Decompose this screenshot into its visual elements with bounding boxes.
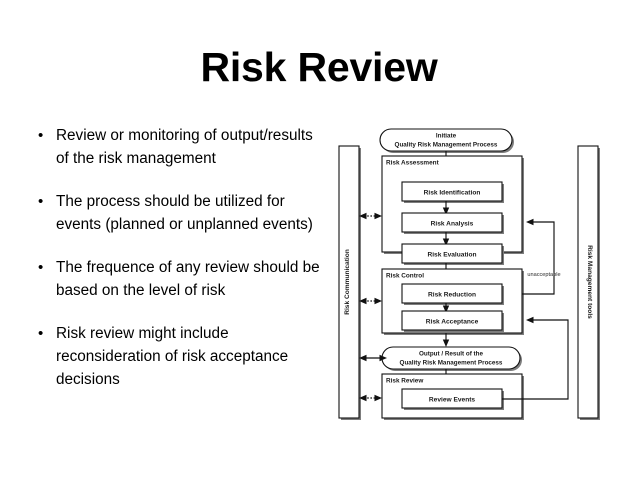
bullet-list: • Review or monitoring of output/results… [38, 124, 328, 391]
group-risk-assessment [381, 155, 523, 253]
step-risk-reduction [401, 283, 503, 304]
connector-communication-control [359, 297, 382, 305]
node-initiate-line2: Quality Risk Management Process [395, 142, 498, 149]
group-risk-review-label: Risk Review [386, 378, 423, 385]
arrowhead-icon [379, 354, 387, 362]
arrowhead-icon [526, 316, 534, 324]
step-risk-evaluation-label: Risk Evaluation [427, 252, 476, 259]
arrowhead-icon [374, 297, 382, 305]
step-risk-analysis [401, 212, 503, 233]
step-risk-acceptance [401, 310, 503, 331]
arrowhead-icon [359, 354, 367, 362]
arrowhead-icon [374, 212, 382, 220]
list-item-text: The process should be utilized for event… [56, 193, 313, 233]
bullet-marker-icon: • [38, 193, 44, 210]
side-bar-left-label: Risk Communication [344, 249, 351, 315]
node-output-line1: Output / Result of the [419, 351, 484, 358]
side-bar-right-label: Risk Management tools [586, 245, 593, 319]
arrowhead-icon [442, 207, 450, 215]
step-risk-analysis-label: Risk Analysis [431, 221, 474, 228]
arrowhead-icon [359, 297, 367, 305]
list-item-text: Risk review might include reconsideratio… [56, 325, 289, 388]
arrowhead-icon [359, 394, 367, 402]
bullet-marker-icon: • [38, 325, 44, 342]
arrowhead-icon [374, 394, 382, 402]
edge-label-unacceptable: unacceptable [527, 272, 560, 278]
arrowhead-icon [526, 218, 534, 226]
step-review-events-label: Review Events [429, 397, 476, 404]
group-risk-assessment-label: Risk Assessment [386, 160, 440, 167]
step-risk-reduction-label: Risk Reduction [428, 292, 476, 299]
arrowhead-icon [442, 305, 450, 313]
list-item: • Risk review might include reconsiderat… [38, 322, 328, 391]
page-title: Risk Review [200, 44, 438, 90]
side-bar-risk-communication [338, 145, 360, 419]
arrowhead-icon [359, 212, 367, 220]
list-item: • Review or monitoring of output/results… [38, 124, 328, 170]
list-item: • The process should be utilized for eve… [38, 190, 328, 236]
step-risk-evaluation [401, 243, 503, 264]
step-risk-identification [401, 181, 503, 202]
feedback-loop-review-to-acceptance [502, 316, 569, 400]
node-output-line2: Quality Risk Management Process [400, 360, 503, 367]
bullet-marker-icon: • [38, 127, 44, 144]
connector-communication-output [359, 354, 387, 362]
step-risk-identification-label: Risk Identification [424, 190, 481, 197]
group-risk-control-label: Risk Control [386, 273, 424, 280]
connector-communication-review [359, 394, 382, 402]
list-item-text: The frequence of any review should be ba… [56, 259, 320, 299]
arrowhead-icon [442, 339, 450, 347]
list-item-text: Review or monitoring of output/results o… [56, 127, 313, 167]
side-bar-risk-management-tools [577, 145, 599, 419]
node-initiate-line1: Initiate [436, 133, 457, 140]
arrowhead-icon [442, 238, 450, 246]
connector-communication-assessment [359, 212, 382, 220]
quality-risk-management-diagram: Risk Communication Risk Management tools… [330, 126, 610, 426]
list-item: • The frequence of any review should be … [38, 256, 328, 302]
bullet-marker-icon: • [38, 259, 44, 276]
step-risk-acceptance-label: Risk Acceptance [426, 319, 479, 326]
feedback-loop-unacceptable [522, 218, 555, 295]
